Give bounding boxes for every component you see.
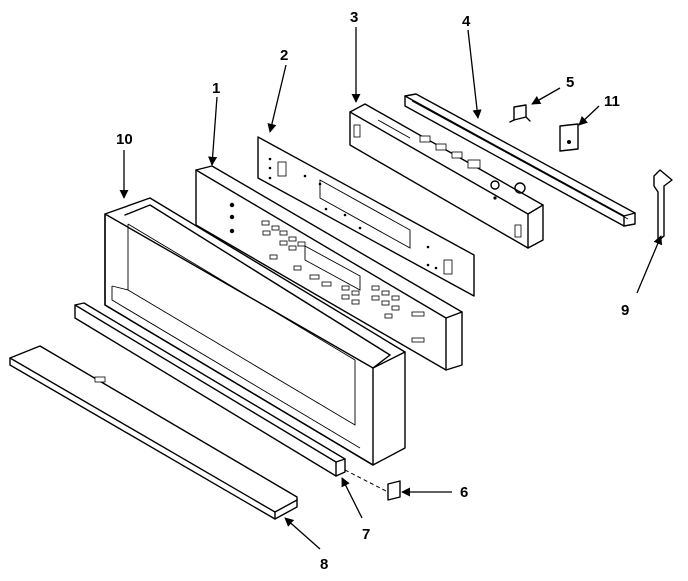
callout-10: 10 — [116, 131, 133, 148]
part-1-control-panel — [195, 165, 463, 371]
panel-1-keypad — [261, 220, 425, 343]
part-10-frame — [104, 197, 406, 466]
part-6-clip — [344, 469, 401, 501]
callout-7: 7 — [362, 526, 370, 543]
leader-lines — [119, 27, 663, 550]
callout-8: 8 — [320, 556, 328, 573]
callout-3: 3 — [350, 9, 358, 26]
part-9-side-bracket — [653, 169, 673, 242]
part-11-bracket — [559, 123, 579, 152]
callout-11: 11 — [604, 93, 620, 110]
part-2-membrane-panel — [257, 136, 475, 297]
callout-9: 9 — [621, 302, 629, 319]
part-8-bottom-vent — [9, 345, 298, 520]
part-7-trim-strip — [74, 302, 346, 477]
callout-labels: 1 2 3 4 5 6 7 8 9 10 11 — [116, 9, 629, 573]
part-3-control-board — [349, 103, 544, 249]
part-4-rail — [404, 93, 636, 227]
callout-6: 6 — [460, 484, 468, 501]
callout-4: 4 — [462, 13, 471, 30]
callout-1: 1 — [212, 80, 220, 97]
callout-2: 2 — [280, 47, 288, 64]
callout-5: 5 — [566, 74, 574, 91]
part-5-clip — [509, 104, 531, 123]
